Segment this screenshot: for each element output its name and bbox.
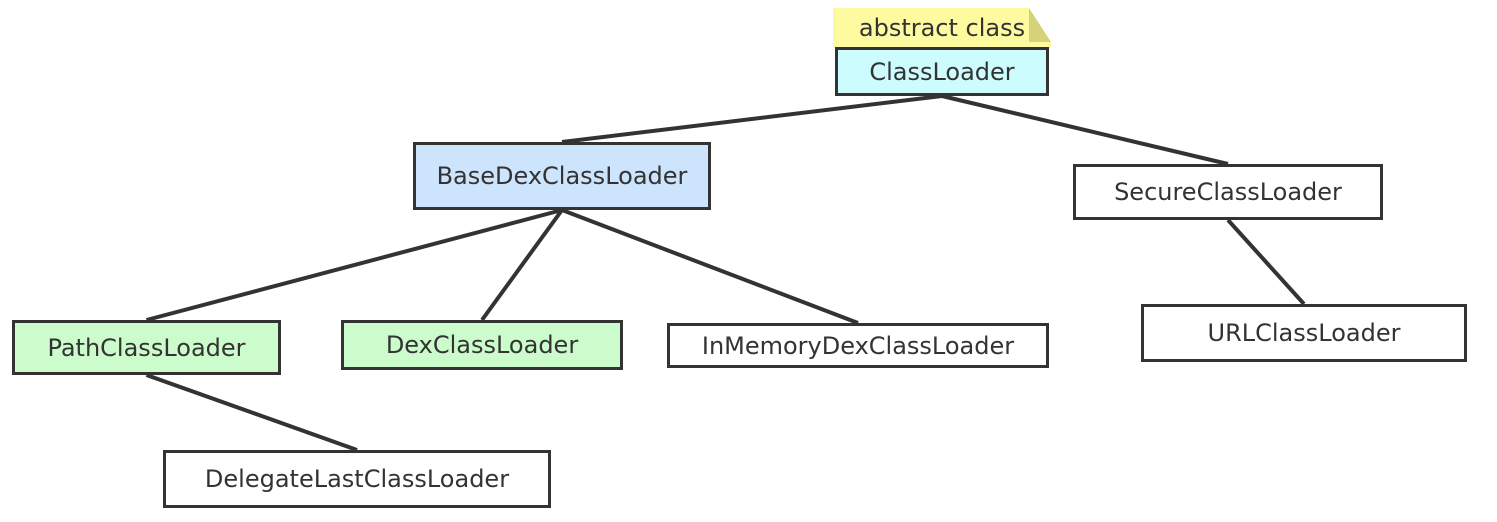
urlclassloader-node[interactable]: URLClassLoader	[1141, 304, 1467, 362]
secureclassloader-node[interactable]: SecureClassLoader	[1073, 164, 1383, 220]
dexclassloader-node[interactable]: DexClassLoader	[341, 320, 623, 370]
abstract-class-note-text: abstract class	[858, 14, 1026, 42]
edge-classloader-to-basedex	[561, 94, 943, 144]
edge-basedex-to-inmemory	[561, 208, 859, 325]
delegatelastclassloader-label: DelegateLastClassLoader	[204, 465, 510, 493]
edge-path-to-delegatelast	[145, 373, 358, 452]
urlclassloader-label: URLClassLoader	[1207, 319, 1401, 347]
inmemorydexclassloader-label: InMemoryDexClassLoader	[701, 331, 1015, 360]
edge-classloader-to-secure	[941, 94, 1229, 166]
pathclassloader-node[interactable]: PathClassLoader	[12, 320, 281, 375]
edge-basedex-to-dex	[480, 208, 564, 322]
inmemorydexclassloader-node[interactable]: InMemoryDexClassLoader	[667, 323, 1049, 368]
edge-basedex-to-path	[145, 208, 563, 322]
delegatelastclassloader-node[interactable]: DelegateLastClassLoader	[163, 450, 551, 508]
abstract-class-note: abstract class	[833, 8, 1051, 48]
basedexclassloader-node[interactable]: BaseDexClassLoader	[413, 142, 711, 210]
edge-secure-to-url	[1226, 218, 1306, 306]
classloader-node[interactable]: ClassLoader	[835, 47, 1049, 96]
pathclassloader-label: PathClassLoader	[47, 333, 246, 362]
secureclassloader-label: SecureClassLoader	[1114, 178, 1342, 206]
dexclassloader-label: DexClassLoader	[385, 331, 579, 359]
classloader-label: ClassLoader	[869, 57, 1015, 86]
basedexclassloader-label: BaseDexClassLoader	[436, 162, 688, 190]
